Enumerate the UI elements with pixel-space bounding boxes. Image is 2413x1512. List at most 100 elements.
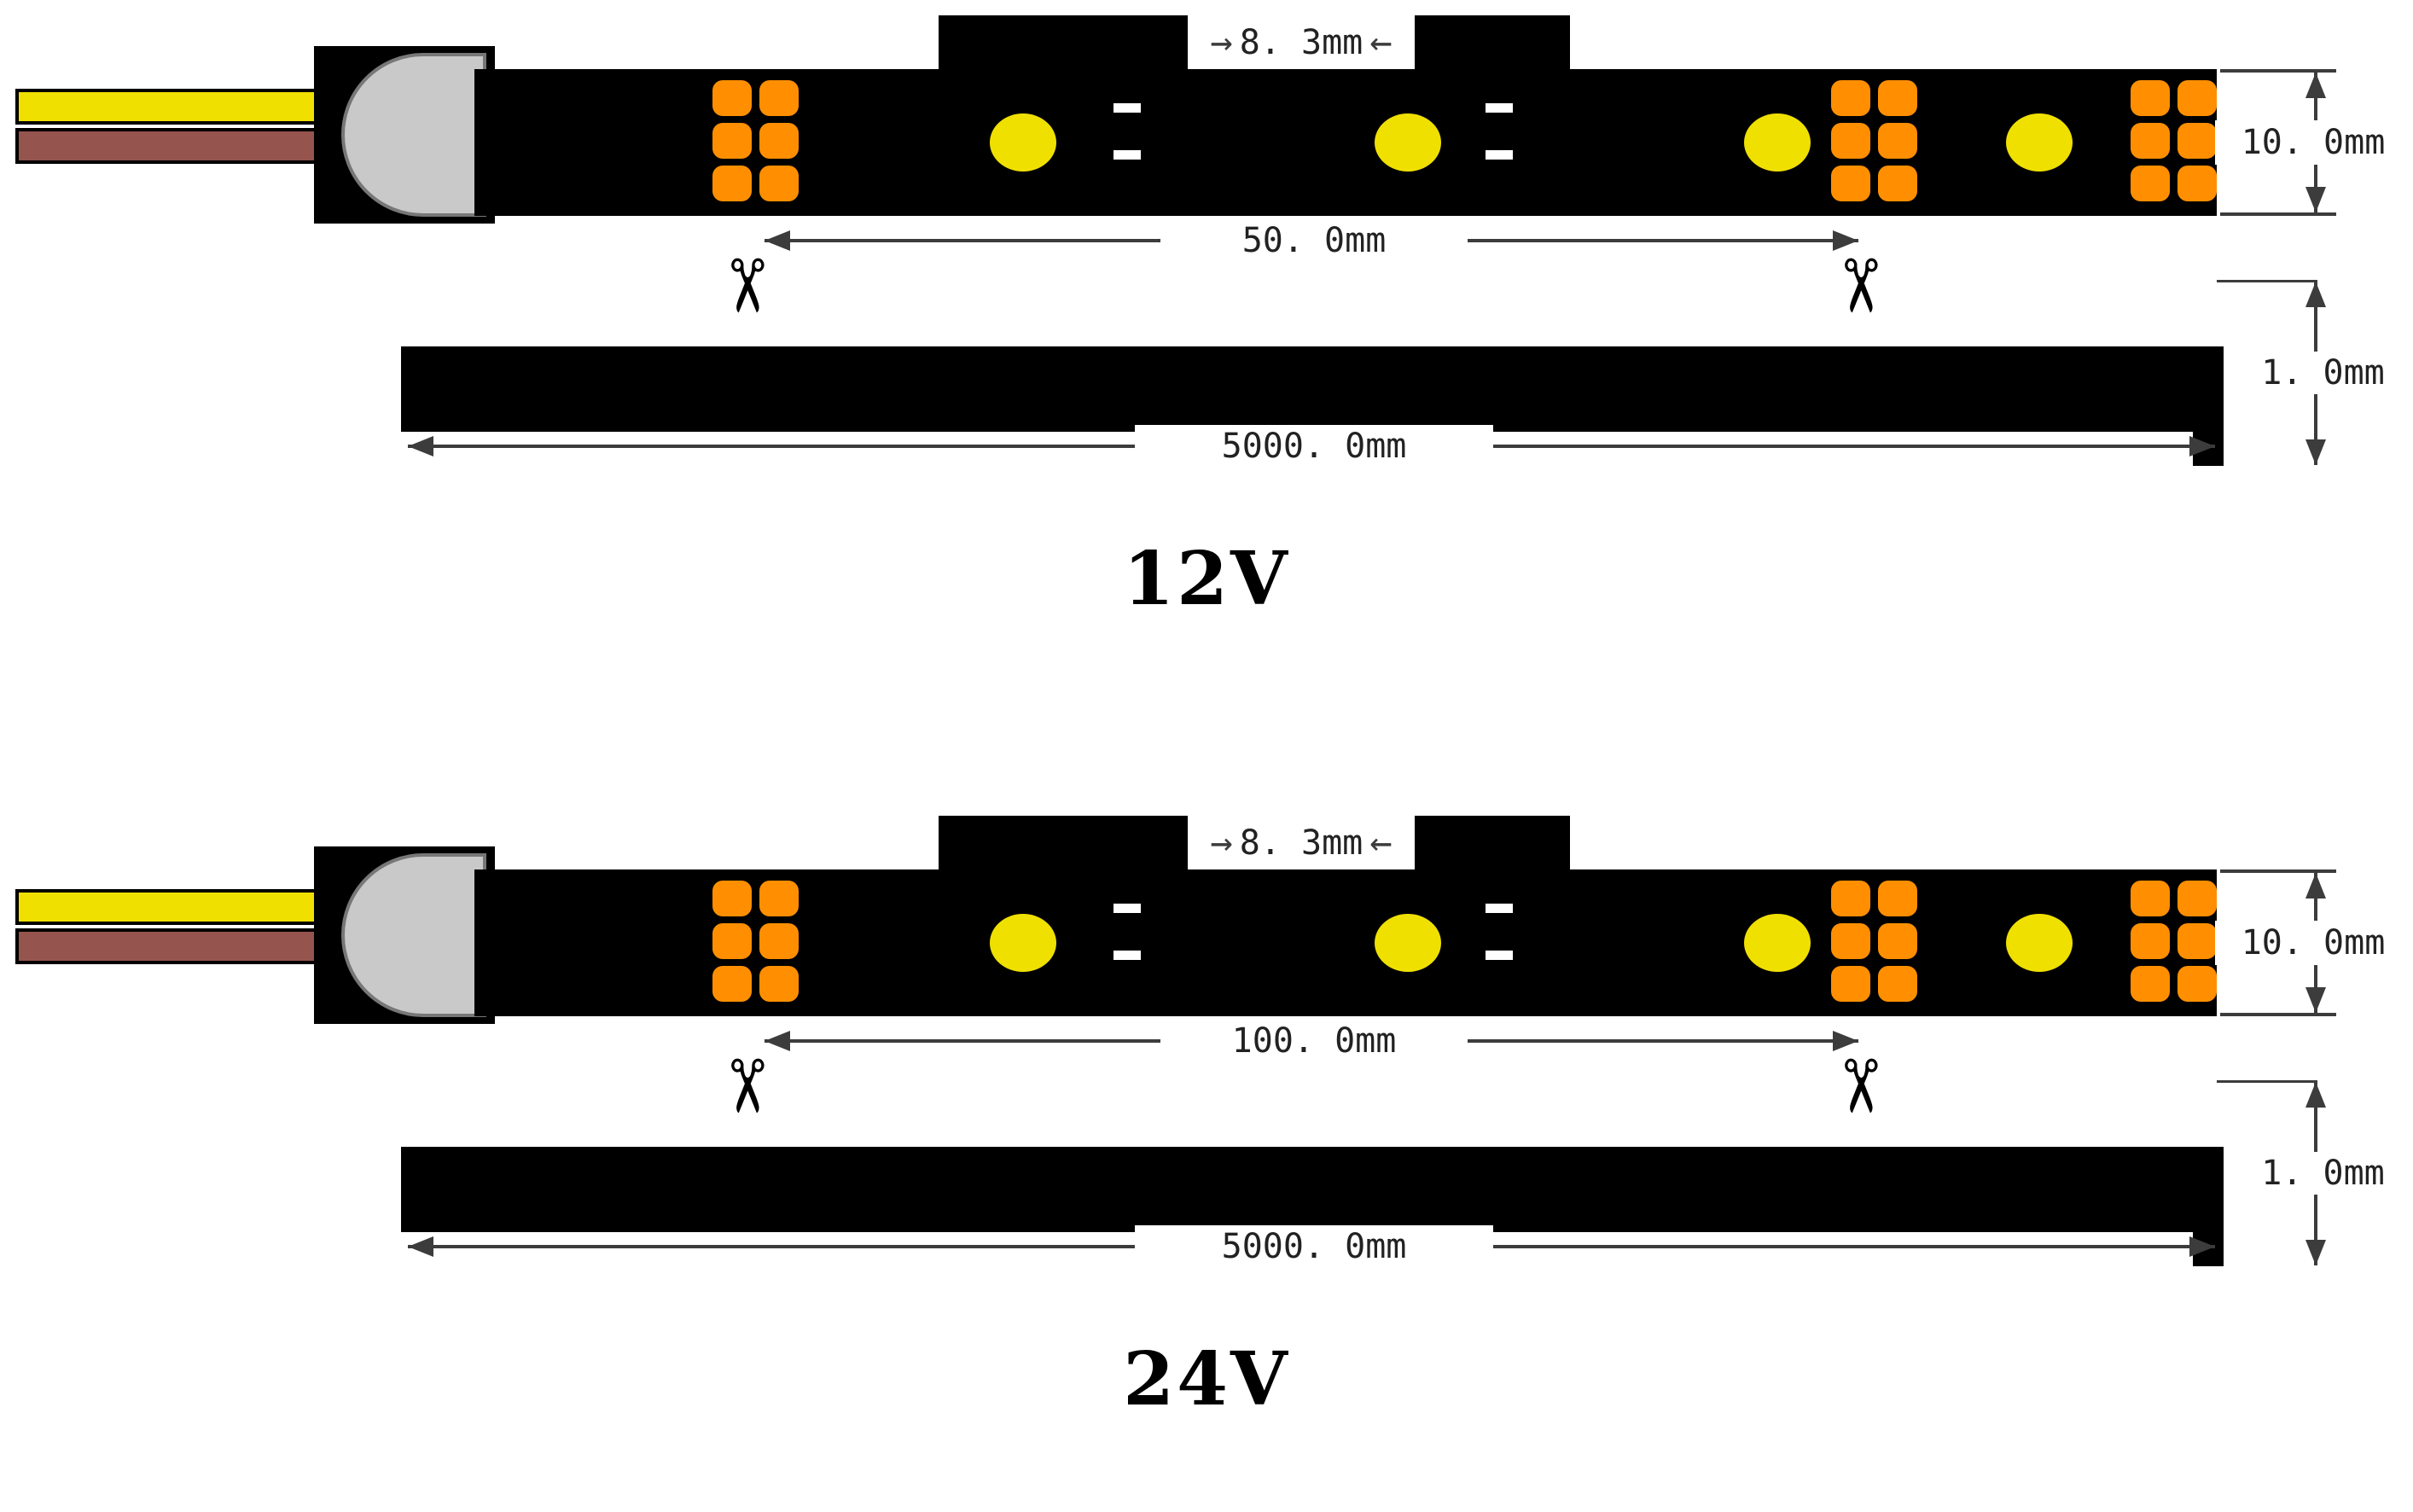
width-extension-line-top bbox=[2220, 869, 2336, 873]
width-dimension-text: 10. 0mm bbox=[2215, 921, 2411, 965]
polarity-mark bbox=[1113, 951, 1141, 960]
solder-pad bbox=[2178, 80, 2217, 116]
pitch-dim-bar-right bbox=[1415, 816, 1570, 869]
solder-pad bbox=[712, 166, 752, 201]
width-extension-line-top bbox=[2220, 69, 2336, 73]
thickness-extension-line bbox=[2217, 280, 2317, 282]
solder-pad bbox=[1878, 80, 1917, 116]
arrow-left-icon: ← bbox=[1369, 20, 1393, 64]
variant-label: 24V bbox=[1123, 1336, 1290, 1422]
solder-pad bbox=[1831, 166, 1870, 201]
solder-pad bbox=[2131, 966, 2170, 1002]
arrowhead-down-icon bbox=[2305, 1240, 2326, 1265]
solder-pad bbox=[712, 923, 752, 959]
arrowhead-down-icon bbox=[2305, 987, 2326, 1013]
solder-pad bbox=[712, 80, 752, 116]
solder-pad bbox=[712, 966, 752, 1002]
width-extension-line-bottom bbox=[2220, 212, 2336, 216]
cut-dimension-text: 100. 0mm bbox=[1160, 1021, 1468, 1061]
width-dimension-text: 10. 0mm bbox=[2215, 120, 2411, 165]
solder-pad bbox=[2178, 923, 2217, 959]
wire-brown bbox=[15, 128, 367, 164]
cut-dimension-text: 50. 0mm bbox=[1160, 220, 1468, 261]
scissors-icon: ✂ bbox=[703, 254, 789, 317]
wire-brown bbox=[15, 928, 367, 964]
arrowhead-up-icon bbox=[2305, 282, 2326, 307]
length-dimension-text: 5000. 0mm bbox=[1135, 425, 1493, 468]
solder-pad-group bbox=[712, 881, 799, 1002]
led-chip bbox=[2006, 113, 2073, 172]
solder-pad bbox=[2131, 123, 2170, 159]
arrowhead-up-icon bbox=[2305, 873, 2326, 898]
led-chip bbox=[1744, 914, 1811, 972]
solder-pad bbox=[712, 881, 752, 916]
solder-pad bbox=[1831, 966, 1870, 1002]
arrowhead-left-icon bbox=[408, 1236, 433, 1257]
polarity-mark bbox=[1113, 103, 1141, 113]
led-strip-side-view bbox=[401, 346, 2224, 432]
length-dimension-text: 5000. 0mm bbox=[1135, 1225, 1493, 1268]
led-chip bbox=[2006, 914, 2073, 972]
arrow-right-icon: → bbox=[1210, 820, 1233, 864]
solder-pad bbox=[2131, 881, 2170, 916]
solder-pad-group bbox=[1831, 881, 1917, 1002]
polarity-mark bbox=[1113, 150, 1141, 160]
scissors-icon: ✂ bbox=[703, 1055, 789, 1118]
solder-pad-group bbox=[2131, 80, 2217, 201]
scissors-icon: ✂ bbox=[1817, 254, 1903, 317]
led-strip-side-view bbox=[401, 1147, 2224, 1232]
diagram-12v: → 8. 3mm ← 50. 0mm ✂ ✂ 10. 0mm 1. 0mm 50… bbox=[0, 0, 2413, 648]
solder-pad bbox=[1878, 881, 1917, 916]
solder-pad bbox=[759, 80, 799, 116]
solder-pad bbox=[759, 881, 799, 916]
arrowhead-right-icon bbox=[2189, 436, 2215, 457]
polarity-mark bbox=[1486, 103, 1513, 113]
solder-pad bbox=[759, 123, 799, 159]
thickness-dimension-text: 1. 0mm bbox=[2236, 352, 2410, 394]
solder-pad bbox=[1878, 966, 1917, 1002]
led-chip bbox=[1375, 914, 1441, 972]
led-chip bbox=[990, 914, 1056, 972]
arrowhead-left-icon bbox=[408, 436, 433, 457]
arrowhead-left-icon bbox=[765, 1031, 790, 1051]
solder-pad bbox=[1878, 166, 1917, 201]
wire-yellow bbox=[15, 889, 367, 925]
solder-pad bbox=[2178, 123, 2217, 159]
wire-yellow bbox=[15, 89, 367, 125]
led-chip bbox=[1744, 113, 1811, 172]
pitch-dimension: → 8. 3mm ← bbox=[1188, 816, 1415, 869]
arrowhead-down-icon bbox=[2305, 187, 2326, 212]
thickness-dimension-text: 1. 0mm bbox=[2236, 1152, 2410, 1195]
arrowhead-down-icon bbox=[2305, 439, 2326, 465]
solder-pad bbox=[1878, 923, 1917, 959]
solder-pad bbox=[1831, 881, 1870, 916]
polarity-mark bbox=[1486, 904, 1513, 913]
arrowhead-up-icon bbox=[2305, 1082, 2326, 1108]
pitch-dim-bar-left bbox=[939, 816, 1188, 869]
solder-pad bbox=[759, 166, 799, 201]
solder-pad bbox=[2178, 966, 2217, 1002]
solder-pad bbox=[2131, 80, 2170, 116]
solder-pad bbox=[2131, 166, 2170, 201]
arrowhead-up-icon bbox=[2305, 73, 2326, 98]
diagram-24v: → 8. 3mm ← 100. 0mm ✂ ✂ 10. 0mm 1. 0mm 5… bbox=[0, 800, 2413, 1449]
arrowhead-right-icon bbox=[1833, 1031, 1858, 1051]
solder-pad bbox=[1831, 923, 1870, 959]
solder-pad-group bbox=[1831, 80, 1917, 201]
pitch-dimension-text: 8. 3mm bbox=[1239, 823, 1363, 863]
pitch-dimension: → 8. 3mm ← bbox=[1188, 15, 1415, 69]
connector-end-cap bbox=[341, 53, 486, 217]
arrowhead-left-icon bbox=[765, 230, 790, 251]
led-chip bbox=[1375, 113, 1441, 172]
solder-pad bbox=[2131, 923, 2170, 959]
arrow-left-icon: ← bbox=[1369, 820, 1393, 864]
led-chip bbox=[990, 113, 1056, 172]
solder-pad bbox=[2178, 166, 2217, 201]
arrowhead-right-icon bbox=[2189, 1236, 2215, 1257]
solder-pad bbox=[2178, 881, 2217, 916]
solder-pad bbox=[712, 123, 752, 159]
solder-pad bbox=[1878, 123, 1917, 159]
thickness-extension-line bbox=[2217, 1080, 2317, 1083]
solder-pad bbox=[1831, 80, 1870, 116]
